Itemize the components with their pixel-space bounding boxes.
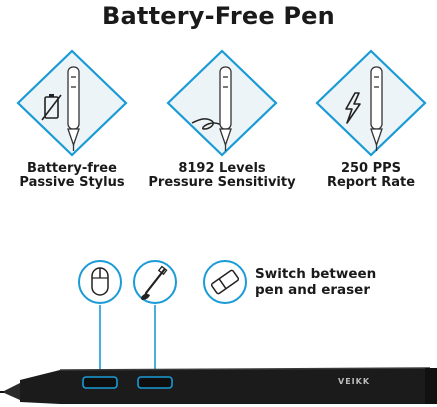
feature-label-3: 250 PPS Report Rate (326, 161, 416, 190)
lightning-icon (345, 92, 361, 124)
page-title: Battery-Free Pen (102, 2, 335, 30)
feature-battery-free (12, 47, 132, 157)
stylus-icon (370, 66, 383, 151)
feature-label-1: Battery-free Passive Stylus (19, 161, 125, 190)
stylus-icon (219, 66, 232, 151)
battery-icon (41, 94, 62, 121)
stylus-pen (0, 367, 437, 404)
feature-report-rate (311, 47, 431, 157)
switch-description: Switch between pen and eraser (255, 266, 377, 298)
diamond-badge (315, 49, 427, 157)
mouse-icon (78, 260, 122, 304)
pressure-stroke-icon (191, 118, 229, 130)
brush-icon (133, 260, 177, 304)
diamond-badge (16, 49, 128, 157)
eraser-icon (203, 260, 247, 304)
connector-lines (99, 305, 156, 375)
feature-label-2: 8192 Levels Pressure Sensitivity (148, 161, 296, 190)
pen-side-button-upper (138, 377, 172, 388)
pen-brand-logo: VEIKK (338, 377, 371, 386)
pen-side-button-lower (83, 377, 117, 388)
feature-pressure (162, 47, 282, 157)
diamond-badge (166, 49, 278, 157)
stylus-icon (67, 66, 80, 151)
